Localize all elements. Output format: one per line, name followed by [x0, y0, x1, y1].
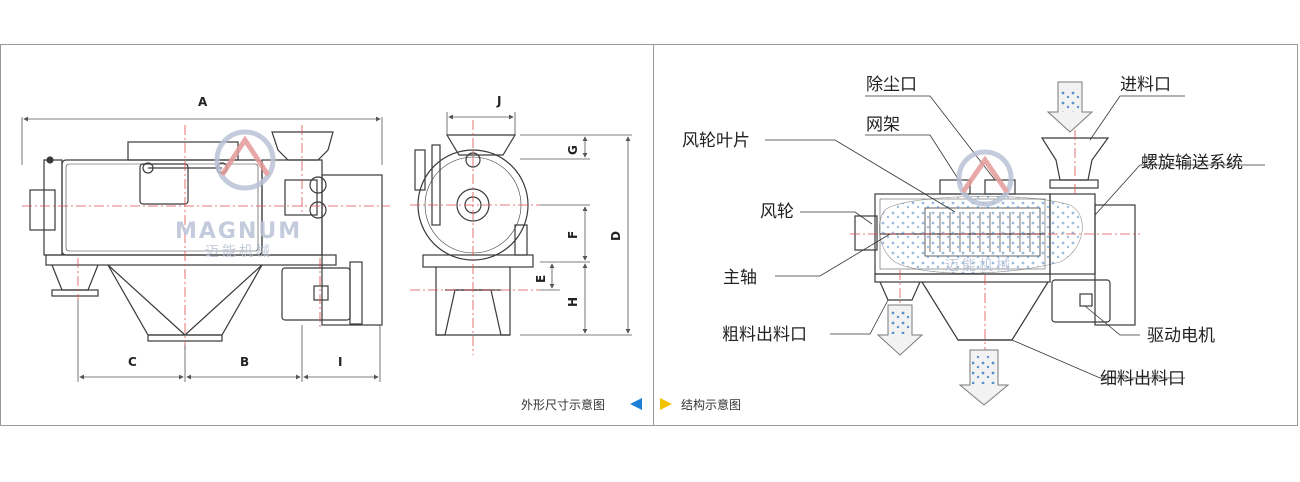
fine-outlet-arrow [958, 349, 1010, 406]
left-caption: 外形尺寸示意图 [521, 397, 605, 412]
panel-divider [653, 44, 654, 426]
dim-label-d: D [609, 231, 623, 241]
dim-label-f: F [566, 231, 580, 239]
center-lines-side [410, 120, 540, 355]
label-dust-outlet: 除尘口 [866, 75, 917, 95]
yellow-arrow-icon [660, 398, 672, 410]
label-main-shaft: 主轴 [723, 268, 757, 288]
dim-label-i: I [338, 355, 342, 369]
dim-label-c: C [128, 355, 137, 369]
label-drive-motor: 驱动电机 [1147, 326, 1215, 346]
dim-label-g: G [566, 145, 580, 155]
right-caption: 结构示意图 [681, 397, 741, 412]
dimension-lines-side [446, 112, 632, 336]
dim-label-e: E [534, 275, 548, 283]
coarse-outlet-arrow [876, 304, 924, 356]
label-feed-inlet: 进料口 [1120, 75, 1171, 95]
watermark-left: MAGNUM 迈能机械 [175, 129, 302, 260]
blue-arrow-icon [630, 398, 642, 410]
label-wind-wheel-blade: 风轮叶片 [682, 131, 750, 151]
side-view [414, 134, 534, 336]
label-fine-outlet: 细料出料口 [1100, 369, 1185, 389]
label-screw-conveyor: 螺旋输送系统 [1141, 153, 1243, 173]
label-coarse-outlet: 粗料出料口 [722, 325, 807, 345]
center-lines-right [850, 130, 1140, 350]
label-screen-frame: 网架 [866, 115, 900, 135]
outer-frame [0, 44, 1298, 426]
dimension-lines-left [21, 116, 383, 382]
watermark-chinese-right: 迈能机械 [945, 258, 1013, 274]
watermark-chinese: 迈能机械 [205, 244, 273, 260]
watermark-brand: MAGNUM [175, 219, 302, 244]
material-flow-region [879, 195, 1083, 274]
dim-label-a: A [198, 95, 208, 109]
feed-arrow [1046, 81, 1094, 133]
dim-label-h: H [566, 297, 580, 307]
dim-label-j: J [496, 94, 501, 108]
center-lines-left [22, 125, 390, 350]
leader-lines [765, 95, 1265, 379]
watermark-right: 迈能机械 [945, 149, 1014, 274]
label-wind-wheel: 风轮 [760, 202, 794, 222]
front-view [29, 131, 383, 342]
dim-label-b: B [240, 355, 249, 369]
